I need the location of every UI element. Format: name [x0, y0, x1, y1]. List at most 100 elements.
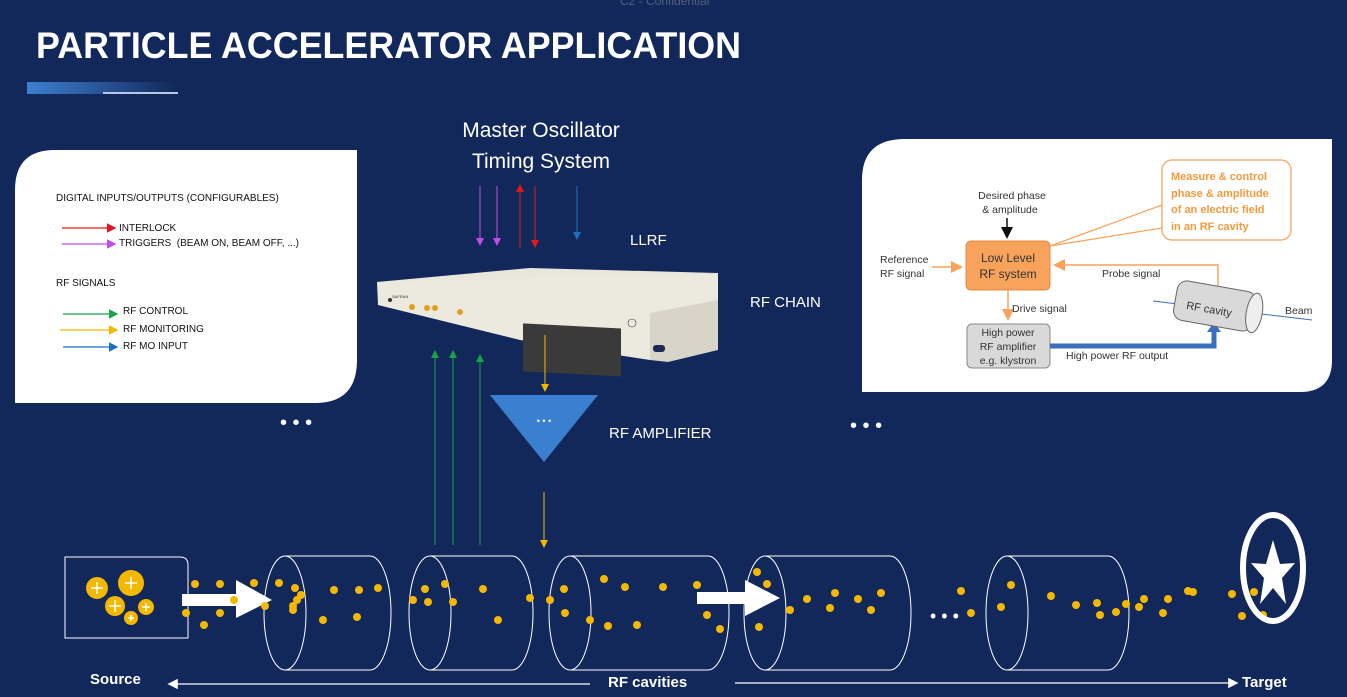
- particle: [526, 594, 534, 602]
- source-label: Source: [90, 671, 141, 688]
- particle: [1238, 612, 1246, 620]
- particle: [424, 598, 432, 606]
- particle: [826, 604, 834, 612]
- particle: [1140, 595, 1148, 603]
- particle: [1093, 599, 1101, 607]
- particles: [182, 568, 1267, 633]
- particle: [693, 581, 701, 589]
- beam-arrow-2: [697, 580, 780, 616]
- rf-cavities-group: [263, 555, 1130, 671]
- ellipsis-right: • • •: [850, 415, 882, 437]
- callout-line3: of an electric field: [1171, 204, 1265, 216]
- beam-arrow-1: [182, 580, 272, 618]
- particle: [191, 580, 199, 588]
- callout-line1: Measure & control: [1171, 171, 1267, 183]
- amp-box-line2: RF amplifier: [980, 341, 1037, 353]
- desired-phase-label: Desired phase: [978, 190, 1046, 202]
- particle: [997, 603, 1005, 611]
- legend-item-rf-control: RF CONTROL: [123, 306, 188, 317]
- particle: [409, 596, 417, 604]
- star-icon: [1251, 540, 1295, 604]
- particle: [275, 579, 283, 587]
- llrf-label: LLRF: [630, 232, 667, 249]
- timing-system-label: Timing System: [472, 150, 610, 173]
- amplifier-dots: • • •: [537, 416, 551, 426]
- legend-item-rf-mo-input: RF MO INPUT: [123, 341, 188, 352]
- particle: [421, 585, 429, 593]
- legend-item-rf-monitoring: RF MONITORING: [123, 324, 204, 335]
- particle: [1047, 592, 1055, 600]
- confidentiality-label: C2 - Confidential: [620, 0, 709, 8]
- particle: [786, 606, 794, 614]
- particle: [703, 611, 711, 619]
- input-arrows: [476, 184, 581, 248]
- particle: [1164, 595, 1172, 603]
- particle: [1135, 603, 1143, 611]
- particle: [291, 584, 299, 592]
- particle: [261, 602, 269, 610]
- particle: [755, 623, 763, 631]
- particle: [330, 586, 338, 594]
- particle: [854, 595, 862, 603]
- rf-cavity-face: [548, 555, 592, 671]
- particle: [1189, 588, 1197, 596]
- rf-cavity-face: [263, 555, 307, 671]
- particle: [216, 580, 224, 588]
- rf-amplifier-label: RF AMPLIFIER: [609, 425, 712, 442]
- particle: [1228, 590, 1236, 598]
- particle: [967, 609, 975, 617]
- particle: [374, 584, 382, 592]
- particle: [560, 585, 568, 593]
- particle: [877, 589, 885, 597]
- target-label: Target: [1242, 674, 1287, 691]
- callout-line4: in an RF cavity: [1171, 221, 1250, 233]
- particle: [600, 575, 608, 583]
- llrf-device-image: SAFRAN: [377, 268, 718, 377]
- rf-cavity: [765, 555, 912, 671]
- particle: [494, 616, 502, 624]
- particle: [633, 621, 641, 629]
- device-brand: SAFRAN: [392, 294, 408, 299]
- legend-card: DIGITAL INPUTS/OUTPUTS (CONFIGURABLES) I…: [15, 150, 357, 403]
- particle: [289, 606, 297, 614]
- particle: [604, 622, 612, 630]
- drive-signal-label: Drive signal: [1012, 303, 1067, 315]
- particle: [763, 580, 771, 588]
- particle: [319, 616, 327, 624]
- rf-cavity: [285, 555, 392, 671]
- reference-label: Reference: [880, 254, 929, 266]
- beam-label: Beam: [1285, 305, 1313, 317]
- ellipsis-cavities: • • •: [930, 606, 959, 626]
- particle: [182, 609, 190, 617]
- particle: [1122, 600, 1130, 608]
- particle: [479, 585, 487, 593]
- title-underline-accent: [103, 92, 178, 94]
- rf-cavity-face: [743, 555, 787, 671]
- particle: [1159, 609, 1167, 617]
- llrf-diagram-card: Desired phase & amplitude Reference RF s…: [862, 139, 1332, 392]
- legend-item-triggers: TRIGGERS (BEAM ON, BEAM OFF, ...): [119, 238, 299, 249]
- rf-cavity: [570, 555, 730, 671]
- particle: [586, 616, 594, 624]
- master-oscillator-label: Master Oscillator: [462, 119, 620, 142]
- rf-chain-label: RF CHAIN: [750, 294, 821, 311]
- particle: [230, 596, 238, 604]
- particle: [867, 606, 875, 614]
- particle: [753, 568, 761, 576]
- rf-cavity-face: [985, 555, 1029, 671]
- rf-cavities-label: RF cavities: [608, 674, 687, 691]
- llrf-box-line2: RF system: [979, 267, 1036, 281]
- particle: [957, 587, 965, 595]
- legend-rf-heading: RF SIGNALS: [56, 278, 116, 289]
- particle: [250, 579, 258, 587]
- rf-cavity-face: [408, 555, 452, 671]
- legend-digital-heading: DIGITAL INPUTS/OUTPUTS (CONFIGURABLES): [56, 193, 279, 204]
- particle: [216, 609, 224, 617]
- particle: [449, 598, 457, 606]
- particle: [1250, 588, 1258, 596]
- title-underline: [27, 82, 177, 94]
- rf-cavity: [430, 555, 534, 671]
- rf-cavity: [1007, 555, 1130, 671]
- legend-item-interlock: INTERLOCK: [119, 223, 177, 234]
